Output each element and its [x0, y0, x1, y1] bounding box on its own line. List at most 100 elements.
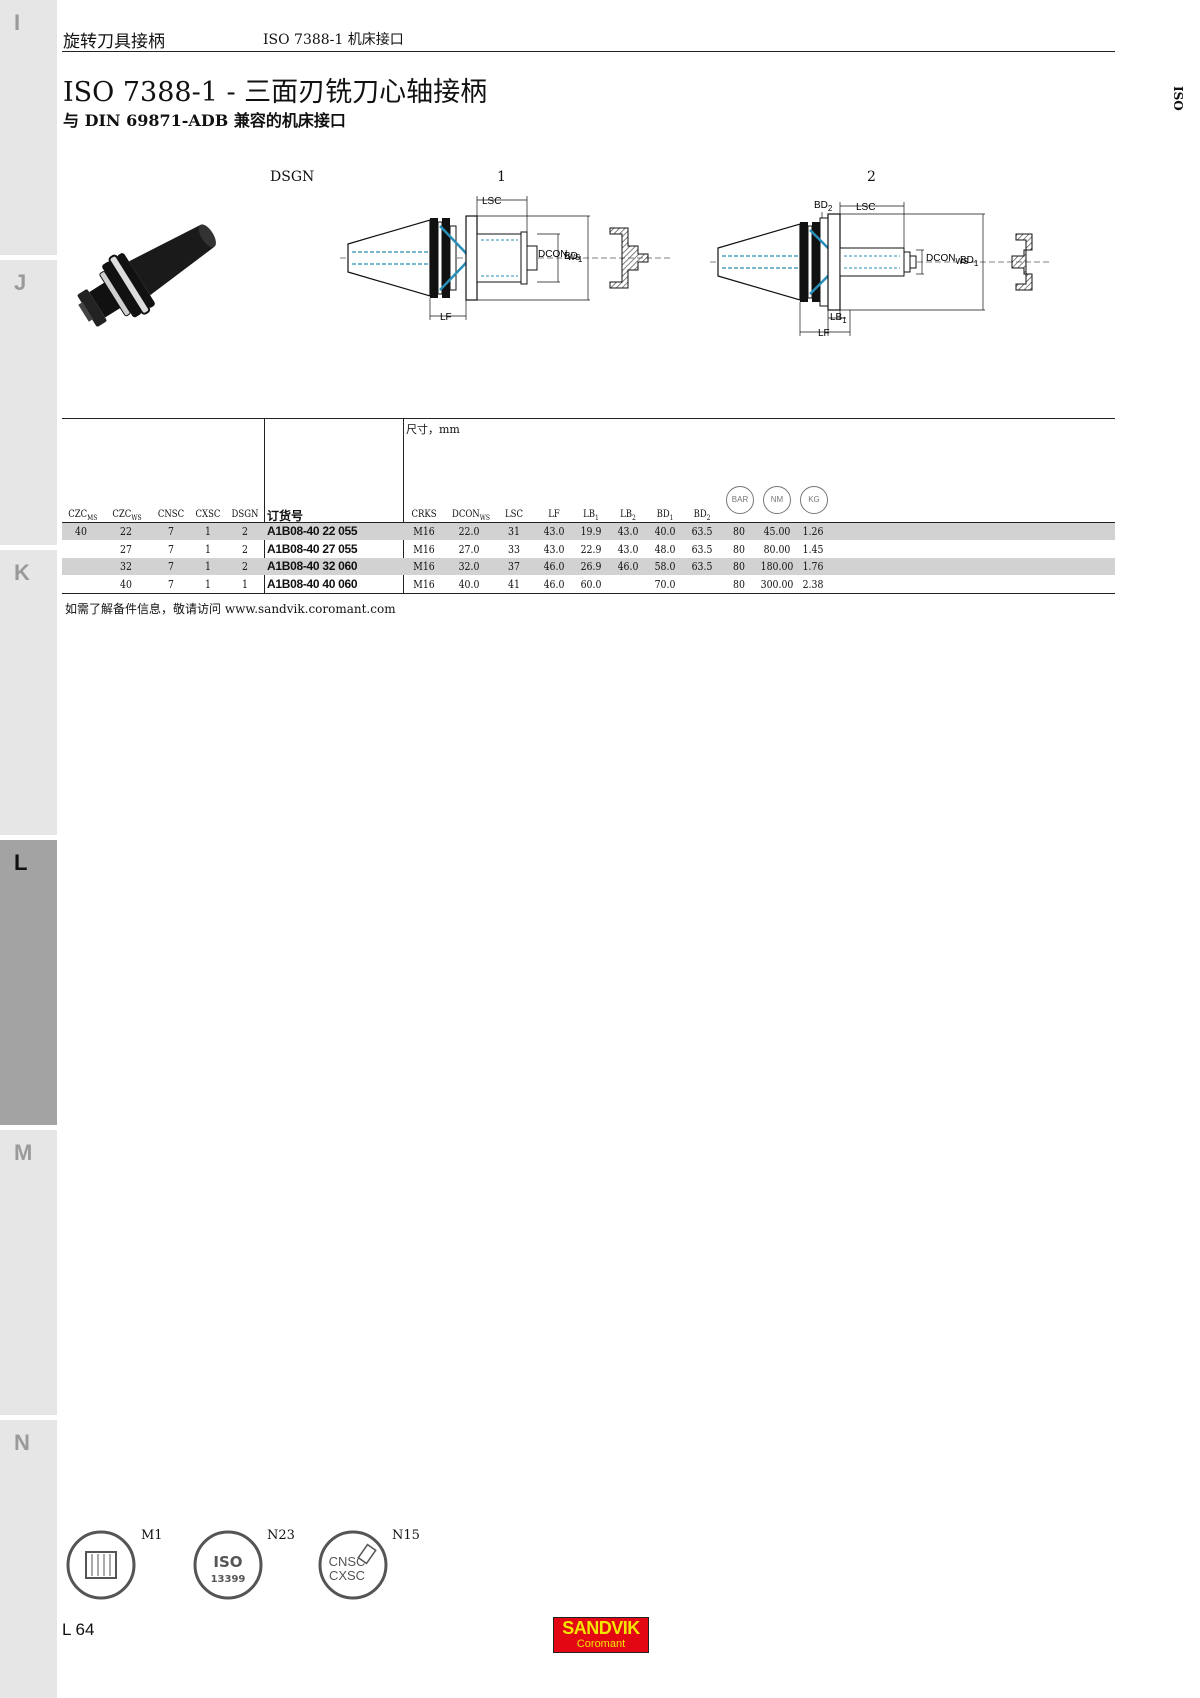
cell-cnsc: 7	[168, 542, 174, 556]
cell-czc-ws: 32	[120, 560, 132, 573]
cell-crks: M16	[413, 577, 435, 591]
figure-2-label: 2	[867, 169, 876, 185]
cell-bar: 80	[733, 560, 745, 573]
cell-bd1: 40.0	[654, 525, 676, 538]
svg-text:13399: 13399	[211, 1574, 246, 1585]
svg-text:ISO: ISO	[213, 1553, 242, 1571]
order-code[interactable]: A1B08-40 27 055	[267, 541, 358, 556]
cell-nm: 180.00	[760, 560, 794, 573]
index-tab-k[interactable]: K	[0, 550, 57, 835]
dsgn-label: DSGN	[270, 169, 315, 185]
cell-cxsc: 1	[205, 542, 211, 556]
cell-kg: 1.76	[802, 560, 824, 573]
dim-lf-label: LF	[818, 328, 830, 339]
col-header-cnsc: CNSC	[157, 509, 185, 520]
cell-cnsc: 7	[168, 525, 174, 538]
cell-dsgn: 2	[242, 560, 248, 573]
index-tab-l[interactable]: L	[0, 840, 57, 1125]
table-divider-2	[403, 418, 404, 593]
dim-lb1-label: LB1	[830, 312, 847, 325]
cell-lsc: 31	[508, 525, 520, 538]
cell-lb1: 19.9	[580, 525, 602, 538]
dim-lf-label: LF	[440, 312, 452, 323]
table-footnote: 如需了解备件信息，敬请访问 www.sandvik.coromant.com	[65, 602, 396, 616]
cell-lf: 43.0	[543, 525, 565, 538]
col-header-bd1: BD1	[656, 509, 674, 522]
cell-cnsc: 7	[168, 560, 174, 573]
svg-text:CXSC: CXSC	[329, 1568, 365, 1583]
col-header-crks: CRKS	[411, 509, 437, 520]
cell-nm: 80.00	[763, 542, 791, 556]
cell-czc-ws: 27	[120, 542, 132, 556]
index-tab-letter: J	[14, 270, 27, 295]
cell-lf: 46.0	[543, 577, 565, 591]
logo-brand: SANDVIK	[562, 1618, 640, 1638]
dims-label: 尺寸，mm	[406, 423, 460, 436]
cell-dcon: 32.0	[458, 560, 480, 573]
cell-bar: 80	[733, 577, 745, 591]
dim-bd2-label: BD2	[814, 200, 833, 213]
cell-lsc: 41	[508, 577, 520, 591]
cell-bd2: 63.5	[691, 525, 713, 538]
index-tab-n[interactable]: N	[0, 1420, 57, 1698]
cell-lf: 46.0	[543, 560, 565, 573]
iso-13399-icon: ISO 13399	[193, 1530, 263, 1600]
cell-bd1: 58.0	[654, 560, 676, 573]
torque-nm-icon: NM	[763, 486, 791, 514]
index-tab-letter: I	[14, 10, 21, 35]
index-tab-letter: M	[14, 1140, 33, 1165]
cell-crks: M16	[413, 560, 435, 573]
cell-bd1: 70.0	[654, 577, 676, 591]
index-tab-m[interactable]: M	[0, 1130, 57, 1415]
cell-lb2: 46.0	[617, 560, 639, 573]
technical-drawing-1: LSC DCONWS BD1 LF	[340, 196, 670, 323]
cell-lb2: 43.0	[617, 542, 639, 556]
subsection-title: ISO 7388-1 机床接口	[263, 32, 404, 48]
product-photo	[77, 224, 216, 327]
technical-drawing-2: BD2 LSC DCONWS BD1 LB1 LF	[710, 200, 1050, 339]
cell-czc-ws: 22	[120, 525, 132, 538]
order-code[interactable]: A1B08-40 22 055	[267, 524, 358, 538]
dim-bd1-label: BD1	[564, 251, 583, 264]
sandvik-logo: SANDVIK Coromant	[553, 1617, 649, 1653]
cell-bar: 80	[733, 525, 745, 538]
index-tab-i[interactable]: I	[0, 0, 57, 255]
table-header-rule	[62, 522, 1115, 523]
weight-kg-icon: KG	[800, 486, 828, 514]
section-title: 旋转刀具接柄	[63, 32, 165, 52]
dim-dcon-label: DCONWS	[926, 253, 968, 266]
cell-czc-ms: 40	[75, 525, 87, 538]
page-title: ISO 7388-1 - 三面刃铣刀心轴接柄	[63, 77, 488, 108]
col-header-dsgn: DSGN	[231, 509, 259, 520]
col-header-lsc: LSC	[505, 509, 523, 520]
cnsc-cxsc-icon: CNSC CXSC	[318, 1530, 388, 1600]
order-code[interactable]: A1B08-40 32 060	[267, 559, 358, 573]
table-bottom-rule	[62, 593, 1115, 594]
cell-cxsc: 1	[205, 577, 211, 591]
dim-dcon-label: DCONWS	[538, 249, 580, 262]
col-header-lb2: LB2	[620, 509, 636, 522]
side-tag: ISO	[1171, 86, 1185, 111]
cell-lf: 43.0	[543, 542, 565, 556]
order-code[interactable]: A1B08-40 40 060	[267, 576, 358, 591]
header-rule	[62, 51, 1115, 52]
page-subtitle: 与 DIN 69871-ADB 兼容的机床接口	[63, 111, 346, 130]
table-top-rule	[62, 418, 1115, 419]
cell-dsgn: 1	[242, 577, 248, 591]
col-header-dcon: DCONWS	[452, 509, 490, 522]
col-header-lb1: LB1	[583, 509, 599, 522]
cell-lsc: 37	[508, 560, 520, 573]
cell-dcon: 40.0	[458, 577, 480, 591]
cell-nm: 45.00	[763, 525, 791, 538]
cell-cxsc: 1	[205, 560, 211, 573]
col-header-lf: LF	[548, 509, 560, 520]
badge-code-n23: N23	[267, 1528, 295, 1543]
dim-bd1-label: BD1	[960, 255, 979, 268]
cell-lb1: 22.9	[580, 542, 602, 556]
page-number: L 64	[62, 1620, 95, 1639]
index-tab-j[interactable]: J	[0, 260, 57, 545]
collet-icon	[66, 1530, 136, 1600]
cell-nm: 300.00	[760, 577, 794, 591]
